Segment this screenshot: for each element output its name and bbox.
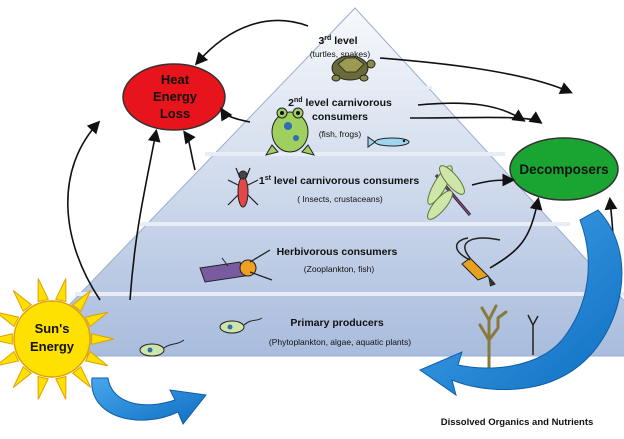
level-first-sub: ( Insects, crustaceans) bbox=[297, 194, 383, 204]
sun-ray bbox=[84, 350, 109, 367]
svg-text:Energy: Energy bbox=[153, 89, 198, 104]
level-second: 2nd level carnivorous consumers (fish, f… bbox=[288, 97, 392, 139]
sun-ray bbox=[84, 311, 109, 328]
sun-energy-arrow bbox=[91, 377, 207, 425]
fish-icon bbox=[367, 136, 410, 148]
level-herbivores-sub: (Zooplankton, fish) bbox=[304, 264, 375, 274]
svg-text:1st level carnivorous consumer: 1st level carnivorous consumers bbox=[259, 175, 419, 187]
decomposers-oval: Decomposers bbox=[509, 137, 619, 201]
zooplankton-icon bbox=[199, 249, 273, 283]
svg-text:consumers: consumers bbox=[312, 111, 368, 123]
water-bug-icon bbox=[227, 167, 259, 208]
turtle-icon bbox=[331, 55, 376, 82]
svg-text:Loss: Loss bbox=[160, 106, 190, 121]
sun-ray bbox=[12, 290, 33, 312]
svg-text:Primary producers: Primary producers bbox=[290, 317, 384, 329]
sun-ray bbox=[0, 350, 20, 366]
svg-text:Sun's: Sun's bbox=[35, 321, 70, 336]
nutrient-cycle-arrow bbox=[418, 209, 623, 397]
nutrients-label: Dissolved Organics and Nutrients bbox=[441, 417, 594, 428]
level-third: 3rd level (turtles, snakes) bbox=[310, 35, 371, 59]
svg-text:Herbivorous consumers: Herbivorous consumers bbox=[277, 246, 398, 258]
svg-text:Heat: Heat bbox=[161, 72, 190, 87]
sun-ray bbox=[0, 312, 20, 328]
level-herbivores: Herbivorous consumers (Zooplankton, fish… bbox=[277, 246, 398, 274]
mayfly-larva-icon bbox=[455, 237, 501, 287]
sun-ray bbox=[37, 375, 49, 400]
svg-text:3rd level: 3rd level bbox=[318, 35, 357, 47]
sun-ray bbox=[12, 366, 33, 388]
dragonfly-icon bbox=[427, 165, 472, 220]
sun-ray bbox=[71, 290, 92, 312]
svg-text:Energy: Energy bbox=[30, 339, 75, 354]
heat-energy-loss-oval: Heat Energy Loss bbox=[122, 63, 226, 131]
aquatic-plant-icon bbox=[478, 304, 539, 372]
sun-icon: Sun's Energy bbox=[0, 278, 115, 400]
level-first: 1st level carnivorous consumers ( Insect… bbox=[259, 175, 419, 204]
sun-ray bbox=[91, 333, 115, 345]
sun-ray bbox=[55, 375, 67, 400]
level-second-sub: (fish, frogs) bbox=[319, 129, 362, 139]
level-third-sub: (turtles, snakes) bbox=[310, 49, 371, 59]
sun-ray bbox=[0, 333, 13, 345]
sun-ray bbox=[71, 366, 92, 388]
phytoplankton-cell-icon bbox=[139, 317, 263, 357]
frog-icon bbox=[264, 107, 316, 156]
level-producers: Primary producers (Phytoplankton, algae,… bbox=[269, 317, 411, 347]
level-producers-sub: (Phytoplankton, algae, aquatic plants) bbox=[269, 337, 411, 347]
svg-text:Decomposers: Decomposers bbox=[519, 162, 608, 177]
sun-ray bbox=[55, 278, 67, 303]
svg-text:2nd level carnivorous: 2nd level carnivorous bbox=[288, 97, 392, 109]
sun-ray bbox=[37, 278, 49, 303]
